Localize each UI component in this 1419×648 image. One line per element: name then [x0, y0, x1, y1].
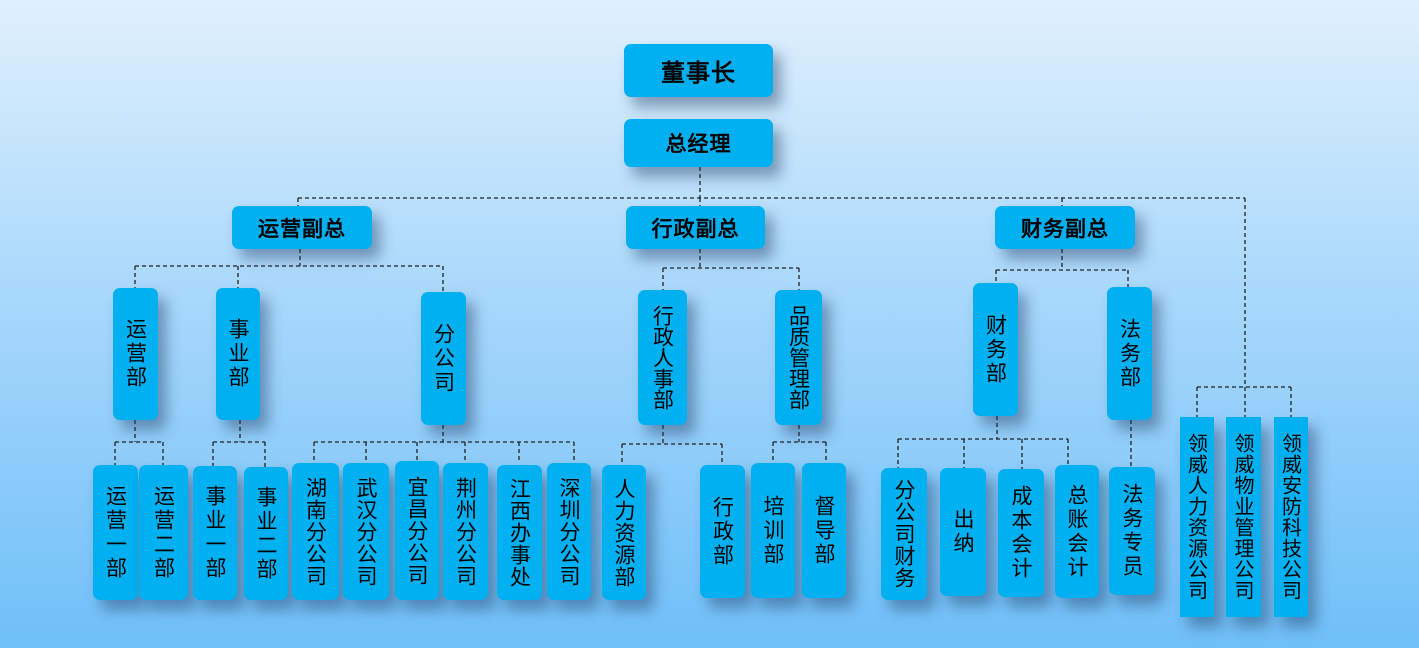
ops1-node: 运营一部	[93, 465, 138, 600]
branch-yichang-node: 宜昌分公司	[395, 461, 439, 600]
quality-dept-node: 品质管理部	[775, 290, 822, 425]
branch-hunan-node: 湖南分公司	[292, 463, 339, 600]
ops-dept-node: 运营部	[113, 288, 158, 420]
finance-vp-node: 财务副总	[995, 206, 1135, 249]
training-node: 培训部	[751, 463, 795, 598]
branch-shenzhen-node: 深圳分公司	[547, 463, 591, 600]
biz-dept-node: 事业部	[216, 288, 260, 420]
hr-admin-dept-node: 行政人事部	[638, 290, 687, 425]
branch-jingzhou-node: 荆州分公司	[443, 463, 488, 600]
general-manager-node: 总经理	[624, 119, 773, 167]
hr-node: 人力资源部	[602, 465, 646, 600]
supervision-node: 督导部	[802, 463, 846, 598]
subsidiary-hr-node: 领威人力资源公司	[1180, 417, 1214, 617]
biz1-node: 事业一部	[193, 466, 237, 600]
cashier-node: 出纳	[940, 468, 986, 596]
finance-dept-node: 财务部	[973, 283, 1018, 416]
general-ledger-node: 总账会计	[1055, 465, 1099, 598]
cost-accounting-node: 成本会计	[998, 469, 1044, 597]
branch-dept-node: 分公司	[421, 292, 466, 425]
chairman-node: 董事长	[624, 44, 773, 97]
branch-wuhan-node: 武汉分公司	[343, 463, 389, 600]
biz2-node: 事业二部	[244, 467, 288, 600]
ops-vp-node: 运营副总	[232, 206, 372, 249]
subsidiary-property-node: 领威物业管理公司	[1226, 417, 1261, 617]
branch-finance-node: 分公司财务	[881, 468, 927, 600]
subsidiary-security-node: 领威安防科技公司	[1274, 417, 1308, 617]
ops2-node: 运营二部	[139, 465, 188, 600]
legal-staff-node: 法务专员	[1109, 467, 1155, 595]
admin-node: 行政部	[700, 465, 745, 598]
office-jiangxi-node: 江西办事处	[497, 465, 542, 600]
admin-vp-node: 行政副总	[626, 206, 765, 249]
legal-dept-node: 法务部	[1107, 287, 1152, 420]
